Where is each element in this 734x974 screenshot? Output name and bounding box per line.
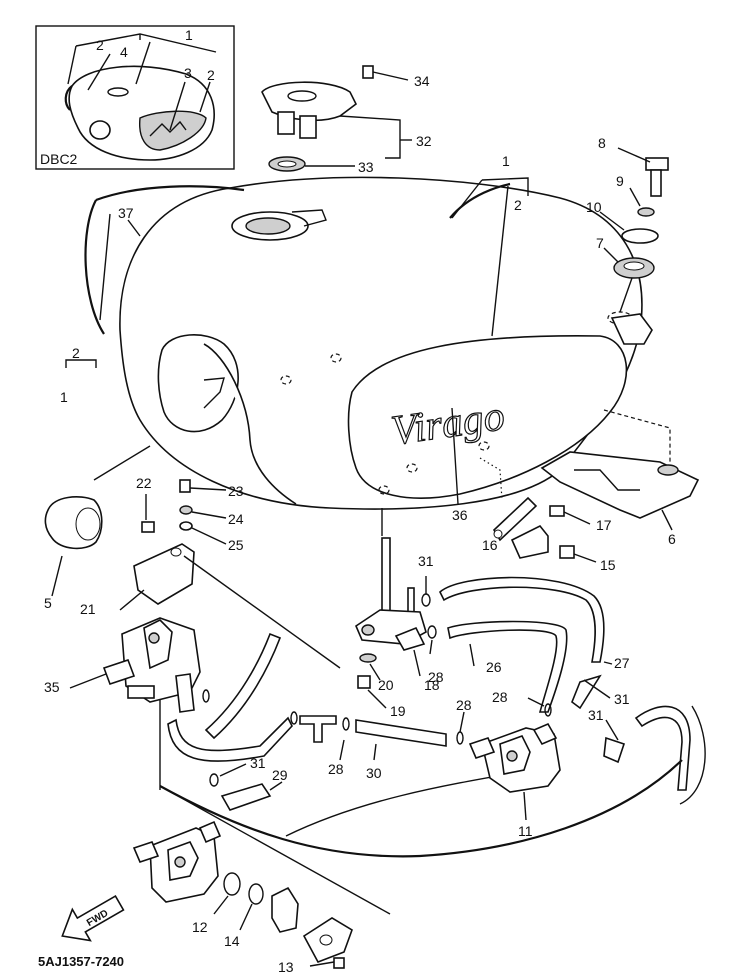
callout-29: 29 — [272, 767, 288, 783]
callout-18: 18 — [424, 677, 440, 693]
inset-callout-4: 4 — [120, 44, 128, 60]
callout-11: 11 — [518, 823, 533, 839]
callout-13: 13 — [278, 959, 294, 974]
callout-25: 25 — [228, 537, 244, 553]
callout-17: 17 — [596, 517, 612, 533]
rear-mount-hardware: 8 9 10 7 — [586, 135, 669, 313]
callout-24: 24 — [228, 511, 244, 527]
rear-bracket-assembly: 17 6 16 15 — [479, 409, 700, 573]
callout-15: 15 — [600, 557, 616, 573]
callout-31b: 31 — [614, 691, 630, 707]
tank-emblem-panel — [347, 335, 628, 499]
diagram-code: 5AJ1357-7240 — [38, 954, 124, 969]
callout-31a: 31 — [418, 553, 434, 569]
callout-19: 19 — [390, 703, 406, 719]
fuel-pump-assembly: 21 35 — [44, 543, 341, 713]
inset-model-label: DBC2 — [40, 151, 78, 167]
inset-callout-3: 3 — [184, 65, 192, 81]
callout-27: 27 — [614, 655, 630, 671]
callout-31c: 31 — [588, 707, 604, 723]
callout-14: 14 — [224, 933, 240, 949]
callout-20: 20 — [378, 677, 394, 693]
callout-7: 7 — [596, 235, 604, 251]
callout-37: 37 — [118, 205, 134, 221]
callout-1b: 1 — [60, 389, 68, 405]
fuel-petcock: 20 18 19 — [355, 508, 440, 719]
inset-callout-1: 1 — [185, 27, 193, 43]
callout-28b: 28 — [492, 689, 508, 705]
callout-34: 34 — [414, 73, 430, 89]
fuel-hoses: 31 26 28 27 28 31 31 28 28 30 31 29 — [159, 553, 706, 915]
pump-exploded-detail: 12 14 13 — [132, 820, 353, 974]
callout-12: 12 — [192, 919, 208, 935]
callout-10: 10 — [586, 199, 602, 215]
callout-9: 9 — [616, 173, 624, 189]
callout-1: 1 — [502, 153, 510, 169]
callout-31d: 31 — [250, 755, 266, 771]
callout-6: 6 — [668, 531, 676, 547]
inset-callout-2b: 2 — [207, 67, 215, 83]
callout-33: 33 — [358, 159, 374, 175]
fuel-tank: Virago 1 2 37 2 1 36 — [60, 153, 653, 523]
callout-30: 30 — [366, 765, 382, 781]
callout-28d: 28 — [328, 761, 344, 777]
callout-2b: 2 — [72, 345, 80, 361]
fwd-arrow-icon: FWD — [61, 894, 125, 942]
filler-cap-assembly: 34 32 33 — [261, 65, 432, 175]
callout-32: 32 — [416, 133, 432, 149]
callout-26: 26 — [486, 659, 502, 675]
callout-28a: 28 — [428, 669, 444, 685]
callout-2: 2 — [514, 197, 522, 213]
callout-23: 23 — [228, 483, 244, 499]
callout-5: 5 — [44, 595, 52, 611]
callout-36: 36 — [452, 507, 468, 523]
callout-28c: 28 — [456, 697, 472, 713]
inset-box: 2 4 1 3 2 DBC2 — [35, 25, 235, 170]
fuel-pump-11: 11 — [468, 722, 561, 839]
callout-21: 21 — [80, 601, 96, 617]
inset-callout-2a: 2 — [96, 37, 104, 53]
front-hardware: 5 22 23 24 25 — [44, 445, 244, 611]
callout-16: 16 — [482, 537, 498, 553]
callout-35: 35 — [44, 679, 60, 695]
callout-22: 22 — [136, 475, 152, 491]
inset-emblem — [139, 110, 207, 151]
callout-8: 8 — [598, 135, 606, 151]
